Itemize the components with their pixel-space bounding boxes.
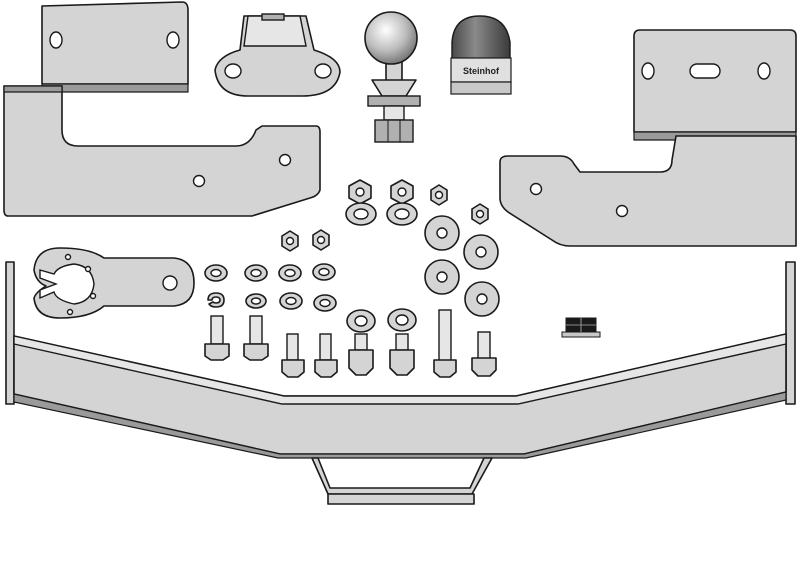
washer	[345, 202, 377, 226]
hex-nuts	[281, 179, 489, 252]
hex-nut	[430, 184, 448, 206]
spring-washer	[207, 292, 225, 308]
left-upper-bracket	[41, 1, 189, 93]
washer	[424, 259, 460, 295]
tow-ball-cap: Steinhof	[450, 15, 512, 95]
bolt	[243, 315, 269, 361]
right-lower-bracket	[499, 135, 797, 247]
washer	[464, 281, 500, 317]
hex-nut	[281, 230, 299, 252]
hex-nut	[471, 203, 489, 225]
flat-washers	[204, 202, 500, 333]
washer	[387, 308, 417, 332]
hex-nut	[312, 229, 330, 251]
ball-mount-plate	[214, 13, 341, 97]
washer	[244, 264, 268, 282]
connector-block	[561, 317, 601, 338]
bolt	[314, 333, 338, 378]
washer	[386, 202, 418, 226]
washer	[346, 309, 376, 333]
right-upper-bracket	[633, 29, 797, 141]
washer	[245, 293, 267, 309]
bolt	[281, 333, 305, 378]
tow-ball	[364, 11, 421, 143]
washer	[312, 263, 336, 281]
washer	[278, 264, 302, 282]
washer	[463, 234, 499, 270]
left-lower-bracket	[3, 85, 321, 217]
main-crossbar	[5, 261, 796, 505]
bolt	[471, 331, 497, 377]
washer	[313, 294, 337, 312]
washer	[279, 292, 303, 310]
socket-mounting-plate	[33, 247, 195, 319]
washer	[424, 215, 460, 251]
hex-nut	[348, 179, 372, 205]
bolt	[204, 315, 230, 361]
washer	[204, 264, 228, 282]
bolt	[433, 309, 457, 378]
bolt	[389, 333, 415, 376]
bolts	[204, 309, 497, 378]
hex-nut	[390, 179, 414, 205]
cap-brand-label: Steinhof	[463, 66, 500, 76]
bolt	[348, 333, 374, 376]
